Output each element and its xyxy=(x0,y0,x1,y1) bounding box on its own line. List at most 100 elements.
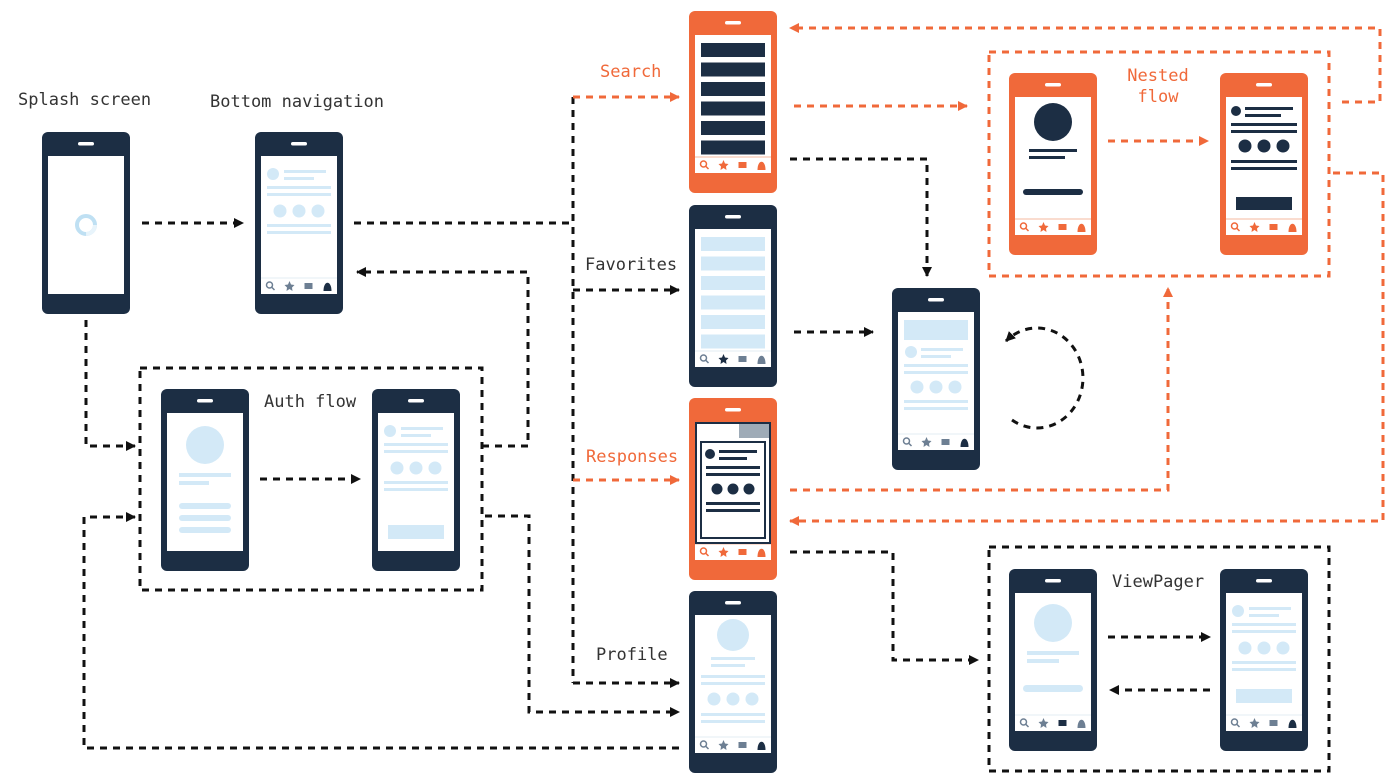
dot xyxy=(1257,641,1271,655)
label-search: Search xyxy=(600,62,662,82)
text-line xyxy=(1231,130,1297,133)
text-line xyxy=(1232,630,1296,633)
text-line xyxy=(284,170,326,173)
text-line xyxy=(1029,149,1077,152)
label-profile: Profile xyxy=(596,645,668,665)
text-line xyxy=(706,466,760,469)
refresh-loop-icon xyxy=(1004,326,1085,430)
label-auth-flow: Auth flow xyxy=(264,392,357,412)
viewpager-group xyxy=(987,545,1331,773)
list-row xyxy=(701,82,765,96)
mail-icon xyxy=(738,549,747,555)
text-line xyxy=(179,481,209,485)
phone-speaker xyxy=(408,399,424,403)
mail-icon xyxy=(1058,720,1067,726)
dot xyxy=(1276,139,1290,153)
dot xyxy=(745,692,759,706)
profile-icon xyxy=(1288,719,1297,728)
text-line xyxy=(1231,160,1297,163)
list-row xyxy=(701,256,765,271)
profile-icon xyxy=(323,282,332,291)
label-viewpager: ViewPager xyxy=(1112,572,1205,592)
text-line xyxy=(921,348,963,351)
search-phone xyxy=(689,11,777,193)
viewpager-phone-2 xyxy=(1220,569,1308,751)
star-icon xyxy=(718,740,729,750)
text-line xyxy=(1027,651,1079,655)
arrow-responses-to-nested xyxy=(790,287,1173,492)
search-icon xyxy=(704,745,710,750)
modal-close-area xyxy=(739,424,769,438)
arrow-responses-to-viewpager xyxy=(790,550,979,665)
search-icon xyxy=(1019,718,1028,726)
dot xyxy=(727,483,739,495)
phone-speaker xyxy=(725,408,741,412)
text-line xyxy=(719,450,757,453)
list-row xyxy=(701,140,765,155)
text-line xyxy=(1249,607,1291,610)
phone-screen xyxy=(1226,97,1302,235)
button-pill xyxy=(1023,685,1083,692)
search-icon xyxy=(1235,227,1241,232)
text-line xyxy=(701,713,765,716)
dot xyxy=(273,204,287,218)
auth-phone-1 xyxy=(161,389,249,571)
search-icon xyxy=(699,354,708,362)
phone-speaker xyxy=(1256,83,1272,87)
dot xyxy=(292,204,306,218)
profile-icon xyxy=(1077,719,1086,728)
text-line xyxy=(1231,123,1297,126)
star-icon xyxy=(1038,222,1049,232)
dot xyxy=(409,461,423,475)
label-responses: Responses xyxy=(586,447,679,467)
star-icon xyxy=(1249,222,1260,232)
nested-flow-group xyxy=(987,50,1331,278)
text-line xyxy=(1027,659,1059,663)
auth-flow-group xyxy=(138,366,484,592)
mail-icon xyxy=(738,742,747,748)
text-line xyxy=(904,407,968,410)
search-icon xyxy=(902,437,911,445)
text-line xyxy=(706,473,760,476)
star-icon xyxy=(718,354,729,364)
text-line xyxy=(1232,623,1296,626)
search-icon xyxy=(265,281,274,289)
arrow-nested-back-to-search xyxy=(789,23,1382,104)
profile-avatar xyxy=(186,426,224,464)
text-line xyxy=(401,427,443,430)
profile-icon xyxy=(1077,223,1086,232)
mail-icon xyxy=(941,439,950,445)
text-line xyxy=(267,186,331,189)
search-icon xyxy=(1019,222,1028,230)
list-row xyxy=(701,62,765,77)
mail-icon xyxy=(1269,720,1278,726)
star-icon xyxy=(284,281,295,291)
profile-icon xyxy=(960,438,969,447)
phone-speaker xyxy=(725,21,741,25)
dot xyxy=(711,483,723,495)
search-icon xyxy=(1024,227,1030,232)
label-favorites: Favorites xyxy=(585,255,678,275)
mail-icon xyxy=(304,283,313,289)
mail-icon xyxy=(1269,224,1278,230)
button-pill xyxy=(1023,189,1083,195)
profile-icon xyxy=(757,741,766,750)
search-icon xyxy=(270,286,276,291)
connectors xyxy=(82,23,1385,773)
arrow-auth-to-profile xyxy=(485,514,680,717)
profile-icon xyxy=(1288,223,1297,232)
text-line xyxy=(921,355,951,358)
phone-speaker xyxy=(725,215,741,219)
button-block xyxy=(1236,197,1292,210)
text-line xyxy=(701,720,765,723)
text-line xyxy=(706,502,760,505)
text-line xyxy=(267,224,331,227)
list-row xyxy=(701,43,765,57)
text-line xyxy=(284,177,314,180)
modal-card xyxy=(700,441,766,539)
spinner-gap xyxy=(75,214,97,236)
responses-phone xyxy=(689,398,777,580)
arrow-splash-to-auth xyxy=(84,320,136,451)
text-line xyxy=(384,450,448,453)
